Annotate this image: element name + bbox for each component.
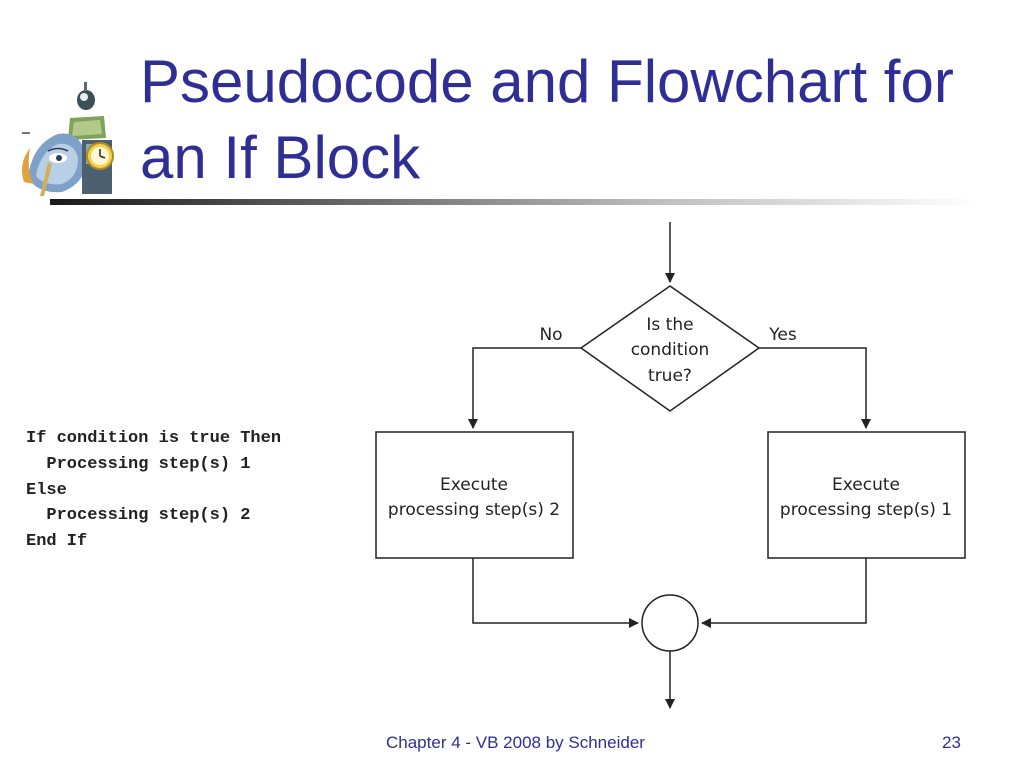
yes-branch-arrow xyxy=(759,347,871,429)
no-branch-arrow xyxy=(468,347,581,429)
pseudocode-block: If condition is true Then Processing ste… xyxy=(26,426,281,555)
if-block-flowchart: Is the condition true? No Yes Execute pr… xyxy=(375,222,966,709)
slide-footer: Chapter 4 - VB 2008 by Schneider xyxy=(386,733,645,752)
pseudocode-line: Else xyxy=(26,480,67,500)
no-label: No xyxy=(539,325,562,345)
decision-text: condition xyxy=(631,340,710,360)
decision-diamond xyxy=(579,285,761,412)
slide-title: Pseudocode and Flowchart for an If Block xyxy=(140,48,954,191)
student-clock-clipart-icon xyxy=(22,82,114,196)
decision-text: Is the xyxy=(646,315,693,335)
process-box-text: processing step(s) 2 xyxy=(388,500,560,520)
process-box-text: Execute xyxy=(832,475,900,495)
pseudocode-line: End If xyxy=(26,532,88,552)
process-box-text: Execute xyxy=(440,475,508,495)
logo xyxy=(18,78,124,198)
process-box-step-1 xyxy=(767,431,966,559)
merge-arrow-left xyxy=(472,558,639,628)
pseudocode-line: Processing step(s) 2 xyxy=(26,506,251,526)
title-divider xyxy=(50,199,980,205)
yes-label: Yes xyxy=(768,325,797,345)
merge-arrow-right xyxy=(701,558,867,628)
decision-text: true? xyxy=(648,366,692,386)
process-box-text: processing step(s) 1 xyxy=(780,500,952,520)
connector-circle xyxy=(641,594,699,652)
pseudocode-line: Processing step(s) 1 xyxy=(26,454,251,474)
page-number: 23 xyxy=(942,733,961,752)
pseudocode-line: If condition is true Then xyxy=(26,429,282,448)
process-box-step-2 xyxy=(375,431,574,559)
